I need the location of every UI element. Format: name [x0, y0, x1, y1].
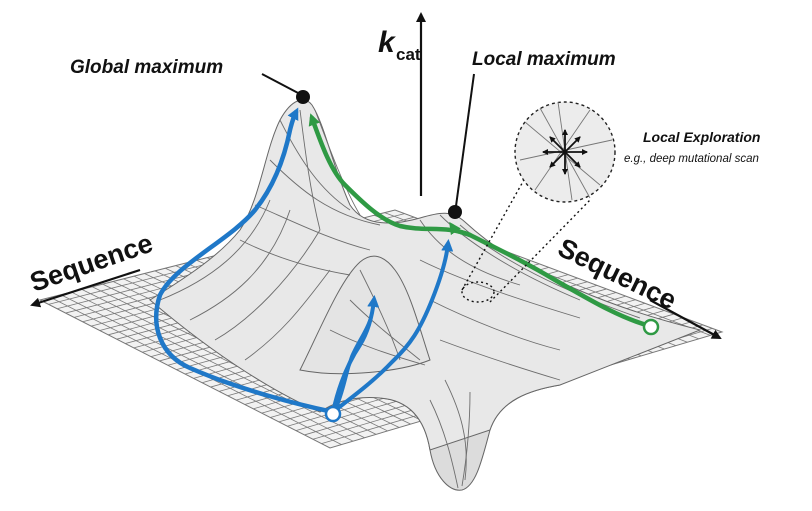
- mesh-line: [159, 199, 271, 301]
- mesh-line: [279, 119, 351, 211]
- mesh-line: [299, 109, 321, 231]
- mesh-line: [439, 339, 561, 381]
- kcat-axis: k cat: [378, 12, 426, 196]
- mesh-line: [349, 299, 421, 361]
- multi-direction-arrows-icon: [542, 129, 588, 175]
- mesh-line: [254, 204, 371, 251]
- mesh-line: [329, 329, 426, 366]
- mesh-line: [461, 391, 471, 487]
- local-exploration-subtitle: e.g., deep mutational scan: [624, 153, 759, 165]
- local-exploration-inset: Local Exploration e.g., deep mutational …: [461, 101, 760, 303]
- mesh-line: [429, 299, 561, 351]
- green-optimization-path: [308, 113, 660, 336]
- maxima-markers: Global maximum Local maximum: [70, 49, 616, 219]
- global-maximum-label: Global maximum: [70, 57, 223, 78]
- local-maximum-label: Local maximum: [472, 49, 616, 70]
- landscape-surface: [149, 99, 702, 491]
- mesh-line: [189, 209, 291, 321]
- kcat-subscript: cat: [396, 45, 421, 64]
- local-maximum-dot: [448, 205, 462, 219]
- local-exploration-title: Local Exploration: [643, 129, 760, 145]
- mesh-line: [244, 269, 331, 361]
- mesh-line: [359, 269, 401, 361]
- mesh-line: [444, 379, 467, 481]
- mesh-line: [239, 239, 351, 276]
- blue-optimization-paths: [154, 107, 454, 423]
- green-start-circle: [642, 318, 660, 336]
- mesh-line: [429, 399, 459, 489]
- mesh-line: [419, 259, 581, 319]
- exploration-spot: [461, 281, 495, 303]
- mesh-line: [214, 229, 321, 341]
- blue-start-circle: [324, 405, 342, 423]
- kcat-label: k: [378, 26, 396, 59]
